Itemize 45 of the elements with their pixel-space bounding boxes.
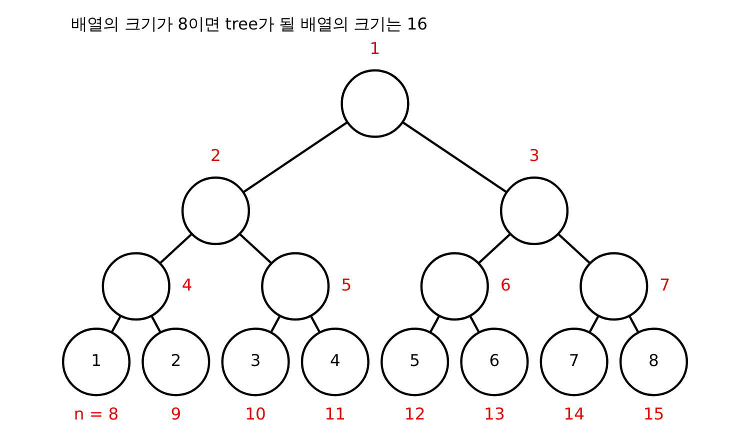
node-circle: 8: [619, 328, 688, 396]
node-circle: 3: [221, 328, 290, 396]
node-circle: 7: [540, 328, 608, 396]
node-label: 13: [484, 404, 505, 424]
node-label: 15: [643, 404, 664, 424]
connector: [242, 121, 348, 194]
connector: [310, 316, 321, 333]
node-label: 1: [370, 38, 380, 58]
node-circle: 2: [142, 328, 210, 396]
connector: [588, 316, 600, 333]
connector: [110, 316, 122, 333]
node-circle: [500, 176, 569, 246]
node-circle: [340, 69, 410, 138]
connector: [628, 316, 640, 333]
connector: [402, 121, 508, 194]
connector: [238, 233, 272, 264]
connector: [270, 316, 281, 333]
node-label: 12: [404, 404, 426, 424]
connector: [150, 316, 162, 333]
node-label: 9: [170, 404, 182, 424]
node-circle: 6: [460, 328, 529, 396]
node-label: 3: [529, 146, 540, 166]
diagram-title: 배열의 크기가 8이면 tree가 될 배열의 크기는 16: [71, 14, 428, 34]
node-circle: 1: [62, 328, 131, 396]
node-label: n = 8: [74, 404, 119, 424]
connector: [159, 233, 193, 264]
node-circle: [420, 252, 489, 321]
connector: [469, 316, 480, 333]
node-circle: [261, 252, 330, 321]
node-circle: [580, 252, 648, 321]
node-circle: 4: [300, 328, 370, 396]
node-label: 6: [500, 275, 511, 294]
node-label: 5: [341, 275, 352, 294]
connector: [557, 233, 591, 264]
node-label: 7: [660, 275, 670, 294]
node-label: 14: [564, 404, 584, 424]
node-label: 2: [210, 146, 221, 166]
node-circle: [102, 252, 170, 321]
node-label: 10: [245, 404, 266, 424]
connector: [429, 316, 440, 333]
connector: [478, 233, 512, 264]
node-label: 4: [182, 275, 192, 294]
node-label: 11: [324, 404, 346, 424]
node-circle: [181, 176, 250, 246]
node-circle: 5: [380, 328, 450, 396]
